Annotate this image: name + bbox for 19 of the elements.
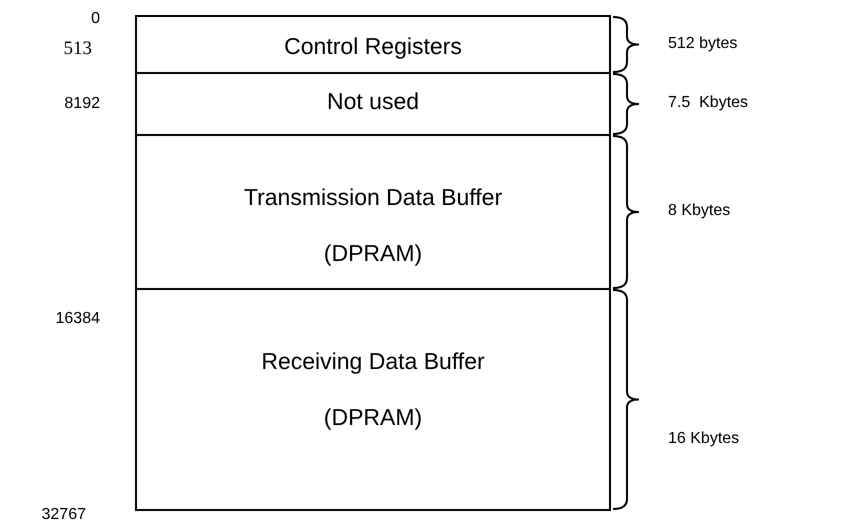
region-label: (DPRAM): [324, 240, 422, 267]
memory-region-box: [135, 134, 611, 290]
size-label: 8 Kbytes: [668, 202, 730, 220]
memory-region-box: [135, 72, 611, 136]
size-label: 7.5 Kbytes: [668, 94, 748, 112]
region-label: Not used: [326, 88, 420, 115]
memory-region-box: [135, 15, 611, 74]
size-label: 512 bytes: [668, 35, 738, 53]
memory-region-box: [135, 288, 611, 511]
region-label: Receiving Data Buffer: [261, 348, 485, 375]
address-label: 32767: [42, 506, 86, 524]
address-label: 0: [91, 10, 100, 28]
address-label: 16384: [56, 310, 100, 328]
region-label: Transmission Data Buffer: [244, 184, 502, 211]
size-label: 16 Kbytes: [668, 430, 740, 448]
region-label: (DPRAM): [324, 404, 422, 431]
region-label: Control Registers: [284, 33, 462, 60]
address-label: 8192: [64, 95, 100, 113]
address-label: 513: [64, 38, 92, 60]
